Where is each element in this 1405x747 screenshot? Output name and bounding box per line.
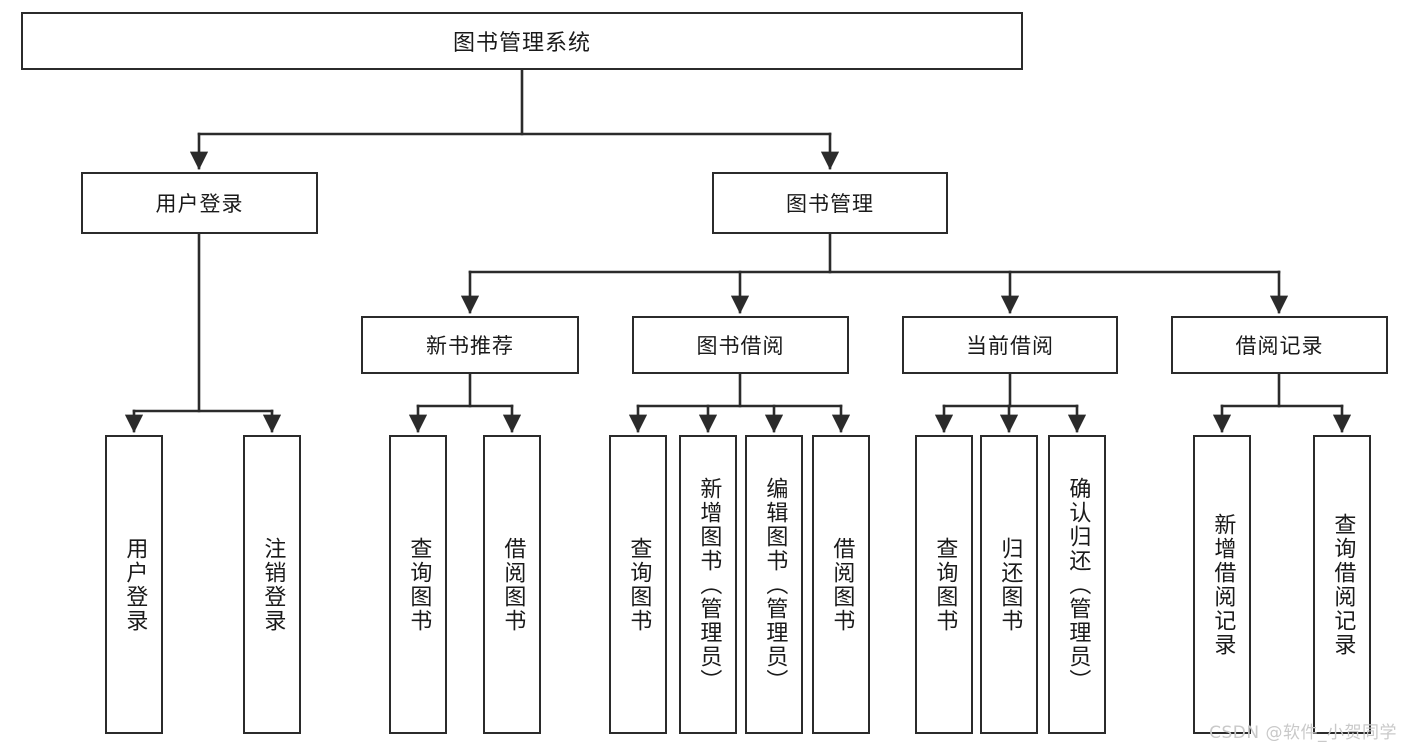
leaf-borrow-book-2[interactable]: 借阅图书 (812, 435, 870, 734)
leaf-user-logout[interactable]: 注销登录 (243, 435, 301, 734)
leaf-query-book-1[interactable]: 查询图书 (389, 435, 447, 734)
leaf-user-login-label: 用户登录 (122, 536, 148, 633)
node-current-borrow[interactable]: 当前借阅 (902, 316, 1118, 374)
leaf-user-logout-label: 注销登录 (260, 536, 286, 633)
leaf-query-book-3[interactable]: 查询图书 (915, 435, 973, 734)
leaf-user-login[interactable]: 用户登录 (105, 435, 163, 734)
node-new-book-recommend-label: 新书推荐 (426, 334, 514, 358)
leaf-edit-book-label: 编辑图书（管理员） (762, 476, 788, 693)
leaf-return-book[interactable]: 归还图书 (980, 435, 1038, 734)
node-book-borrow[interactable]: 图书借阅 (632, 316, 849, 374)
node-borrow-record-label: 借阅记录 (1235, 334, 1324, 358)
leaf-query-book-2[interactable]: 查询图书 (609, 435, 667, 734)
node-user-login-label: 用户登录 (155, 192, 244, 216)
leaf-add-book[interactable]: 新增图书（管理员） (679, 435, 737, 734)
node-user-login[interactable]: 用户登录 (81, 172, 318, 234)
leaf-query-book-1-label: 查询图书 (406, 536, 432, 633)
leaf-edit-book[interactable]: 编辑图书（管理员） (745, 435, 803, 734)
leaf-add-record-label: 新增借阅记录 (1210, 512, 1236, 657)
leaf-borrow-book-1[interactable]: 借阅图书 (483, 435, 541, 734)
leaf-return-book-label: 归还图书 (997, 536, 1023, 633)
leaf-add-book-label: 新增图书（管理员） (696, 476, 722, 693)
node-root[interactable]: 图书管理系统 (21, 12, 1023, 70)
node-book-manage-label: 图书管理 (786, 192, 874, 216)
leaf-query-book-3-label: 查询图书 (932, 536, 958, 633)
leaf-query-book-2-label: 查询图书 (626, 536, 652, 633)
leaf-confirm-return[interactable]: 确认归还（管理员） (1048, 435, 1106, 734)
leaf-add-record[interactable]: 新增借阅记录 (1193, 435, 1251, 734)
leaf-borrow-book-1-label: 借阅图书 (500, 536, 526, 633)
node-borrow-record[interactable]: 借阅记录 (1171, 316, 1388, 374)
leaf-query-record[interactable]: 查询借阅记录 (1313, 435, 1371, 734)
node-new-book-recommend[interactable]: 新书推荐 (361, 316, 579, 374)
leaf-confirm-return-label: 确认归还（管理员） (1065, 476, 1091, 693)
leaf-borrow-book-2-label: 借阅图书 (829, 536, 855, 633)
node-book-manage[interactable]: 图书管理 (712, 172, 948, 234)
node-root-label: 图书管理系统 (452, 31, 591, 56)
leaf-query-record-label: 查询借阅记录 (1330, 512, 1356, 657)
node-book-borrow-label: 图书借阅 (696, 334, 785, 358)
node-current-borrow-label: 当前借阅 (966, 334, 1054, 358)
